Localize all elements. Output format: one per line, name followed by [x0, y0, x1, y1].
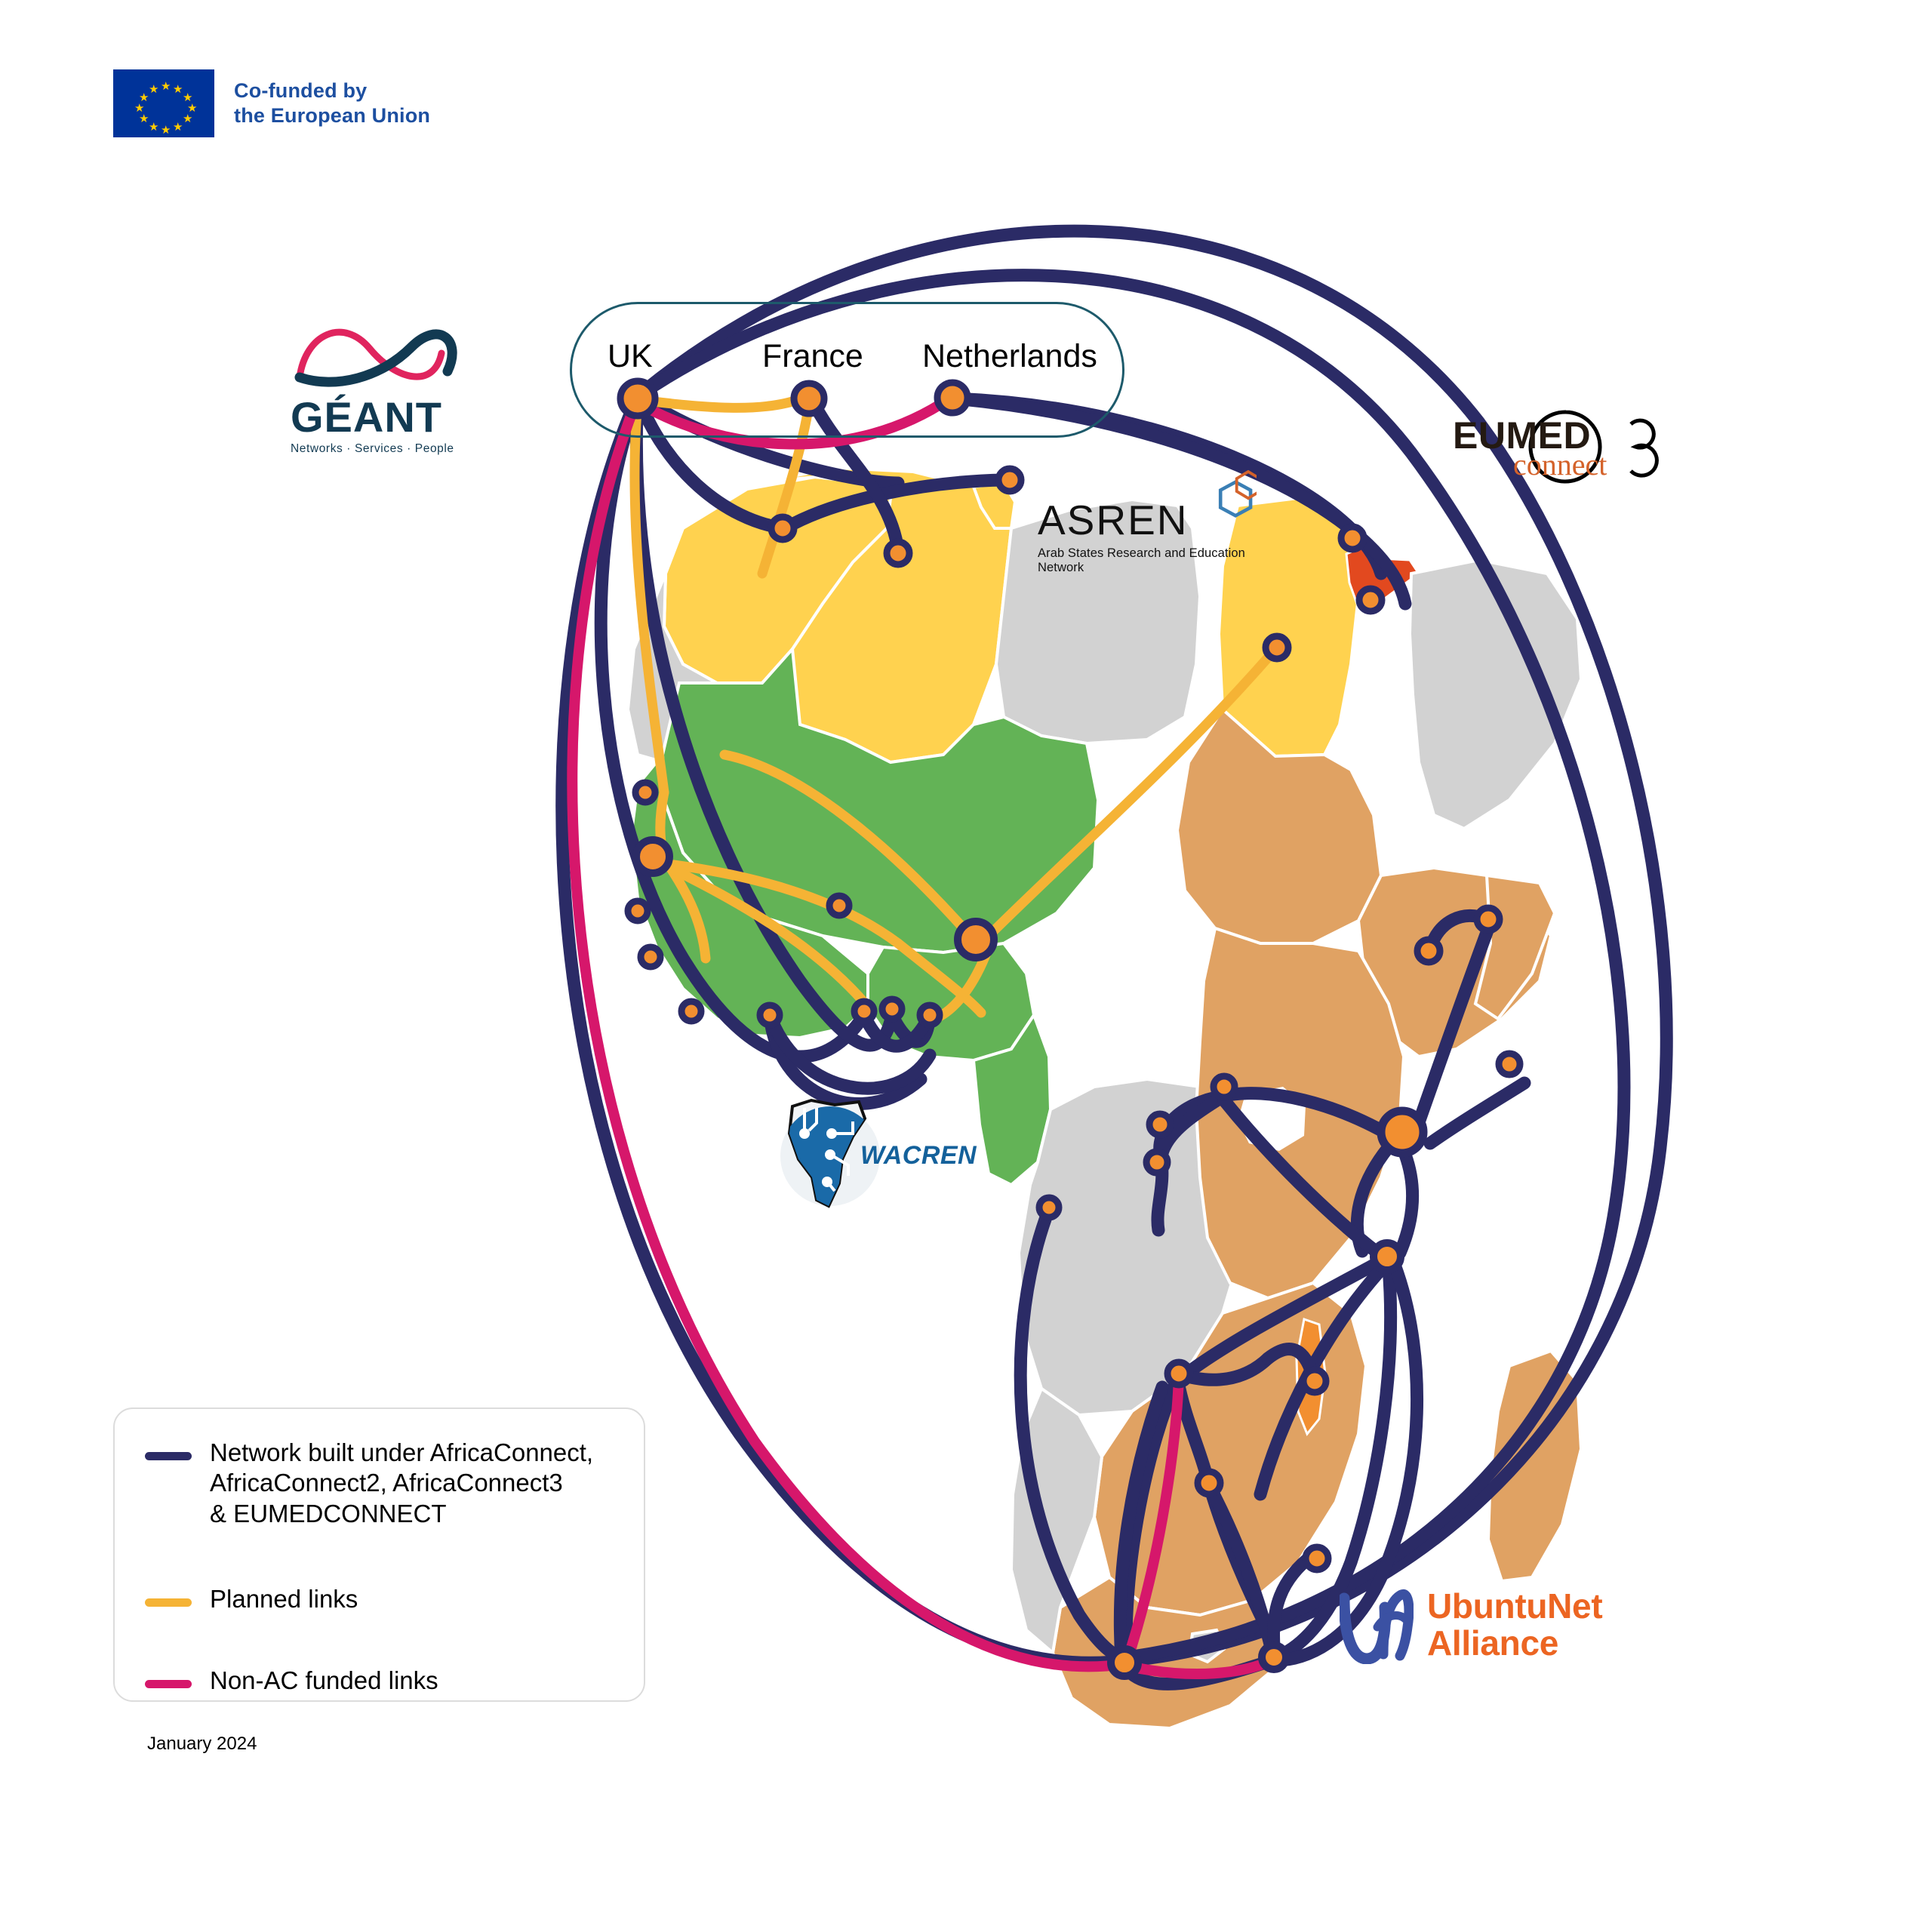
- node-nairobi-hub: [1377, 1106, 1428, 1158]
- asren-tagline: Arab States Research and Education Netwo…: [1038, 546, 1245, 574]
- ubuntunet-line2: Alliance: [1427, 1623, 1559, 1663]
- node-capetown: [1107, 1645, 1142, 1680]
- asren-logo: ASREN Arab States Research and Education…: [1038, 468, 1257, 574]
- asren-hexagon-icon: [1218, 469, 1257, 518]
- node-gambia: [624, 897, 651, 924]
- european-pop-box: [570, 302, 1124, 438]
- node-dar-hub: [1370, 1239, 1404, 1274]
- node-lusaka: [1164, 1358, 1194, 1389]
- links-planned-group: [629, 393, 1281, 1026]
- eu-flag-icon: ★ ★ ★ ★ ★ ★ ★ ★ ★ ★ ★ ★: [113, 69, 214, 137]
- eumed-wordmark: EUMED: [1453, 414, 1592, 457]
- geant-tagline: Networks · Services · People: [291, 442, 454, 455]
- legend-label-nonac: Non-AC funded links: [210, 1666, 438, 1694]
- country-label-netherlands: Netherlands: [922, 338, 1097, 374]
- node-levant-north: [1337, 523, 1367, 553]
- node-burkinafaso: [826, 892, 853, 919]
- ubuntunet-logo: UbuntuNet Alliance: [1340, 1585, 1626, 1675]
- geant-wordmark: GÉANT: [291, 393, 442, 441]
- country-label-uk: UK: [608, 338, 653, 374]
- node-benin: [916, 1001, 943, 1029]
- node-sierraleone: [678, 998, 705, 1025]
- geant-logo: GÉANT Networks · Services · People: [291, 317, 479, 455]
- wacren-logo: WACREN: [770, 1087, 977, 1223]
- eumed-circle-icon: [1528, 410, 1659, 484]
- eu-funding-badge: ★ ★ ★ ★ ★ ★ ★ ★ ★ ★ ★ ★ Co-funded by the…: [113, 69, 430, 137]
- node-egypt: [1262, 632, 1292, 663]
- geant-ribbon-icon: [294, 328, 457, 387]
- node-malawi: [1300, 1366, 1330, 1396]
- node-levant-south: [1355, 585, 1386, 615]
- node-angola-coast: [1035, 1194, 1063, 1221]
- ubuntunet-mark-icon: [1340, 1589, 1414, 1664]
- legend-item-nonac: Non-AC funded links: [145, 1666, 628, 1696]
- node-addis: [1414, 936, 1444, 966]
- legend-swatch-built: [145, 1452, 192, 1460]
- legend-item-built: Network built under AfricaConnect, Afric…: [145, 1438, 628, 1529]
- node-djibouti: [1473, 904, 1503, 934]
- wacren-africa-icon: [780, 1098, 880, 1208]
- links-nonac-group: [567, 393, 1281, 1680]
- node-tunisia: [995, 465, 1025, 495]
- node-mozambique: [1302, 1543, 1332, 1574]
- node-guinea: [637, 943, 664, 971]
- legend-label-built: Network built under AfricaConnect, Afric…: [210, 1438, 594, 1527]
- eumed-connect-word: connect: [1513, 448, 1607, 481]
- node-mombasa: [1495, 1050, 1524, 1078]
- eumedconnect-logo: EUMED connect: [1453, 408, 1672, 491]
- node-kampala: [1210, 1072, 1238, 1101]
- eu-funding-line1: Co-funded by: [234, 79, 368, 103]
- node-cotedivoire: [756, 1001, 783, 1029]
- node-nigeria: [954, 918, 998, 961]
- node-senegal: [632, 836, 673, 877]
- node-france: [790, 380, 828, 417]
- node-rwanda: [1146, 1110, 1174, 1139]
- country-label-france: France: [762, 338, 863, 374]
- links-built-group: [555, 224, 1673, 1690]
- legend-swatch-nonac: [145, 1680, 192, 1688]
- node-zimbabwe: [1194, 1468, 1224, 1498]
- wacren-wordmark: WACREN: [860, 1141, 977, 1170]
- node-ghana: [851, 998, 878, 1025]
- asren-wordmark: ASREN: [1038, 497, 1189, 543]
- legend-item-planned: Planned links: [145, 1584, 628, 1614]
- node-johannesburg: [1258, 1641, 1290, 1673]
- node-mauritania: [632, 779, 659, 806]
- legend-panel: Network built under AfricaConnect, Afric…: [113, 1407, 645, 1702]
- ubuntunet-line1: UbuntuNet: [1427, 1586, 1603, 1626]
- eu-funding-text: Co-funded by the European Union: [234, 78, 430, 128]
- node-togo: [878, 995, 906, 1023]
- pop-nodes-group: [617, 377, 1524, 1680]
- node-algeria: [883, 538, 913, 568]
- legend-date: January 2024: [147, 1734, 257, 1754]
- node-burundi: [1143, 1148, 1171, 1177]
- legend-label-planned: Planned links: [210, 1585, 358, 1613]
- eu-funding-line2: the European Union: [234, 104, 431, 127]
- node-morocco: [768, 513, 798, 543]
- legend-swatch-planned: [145, 1598, 192, 1607]
- node-netherlands: [934, 379, 971, 417]
